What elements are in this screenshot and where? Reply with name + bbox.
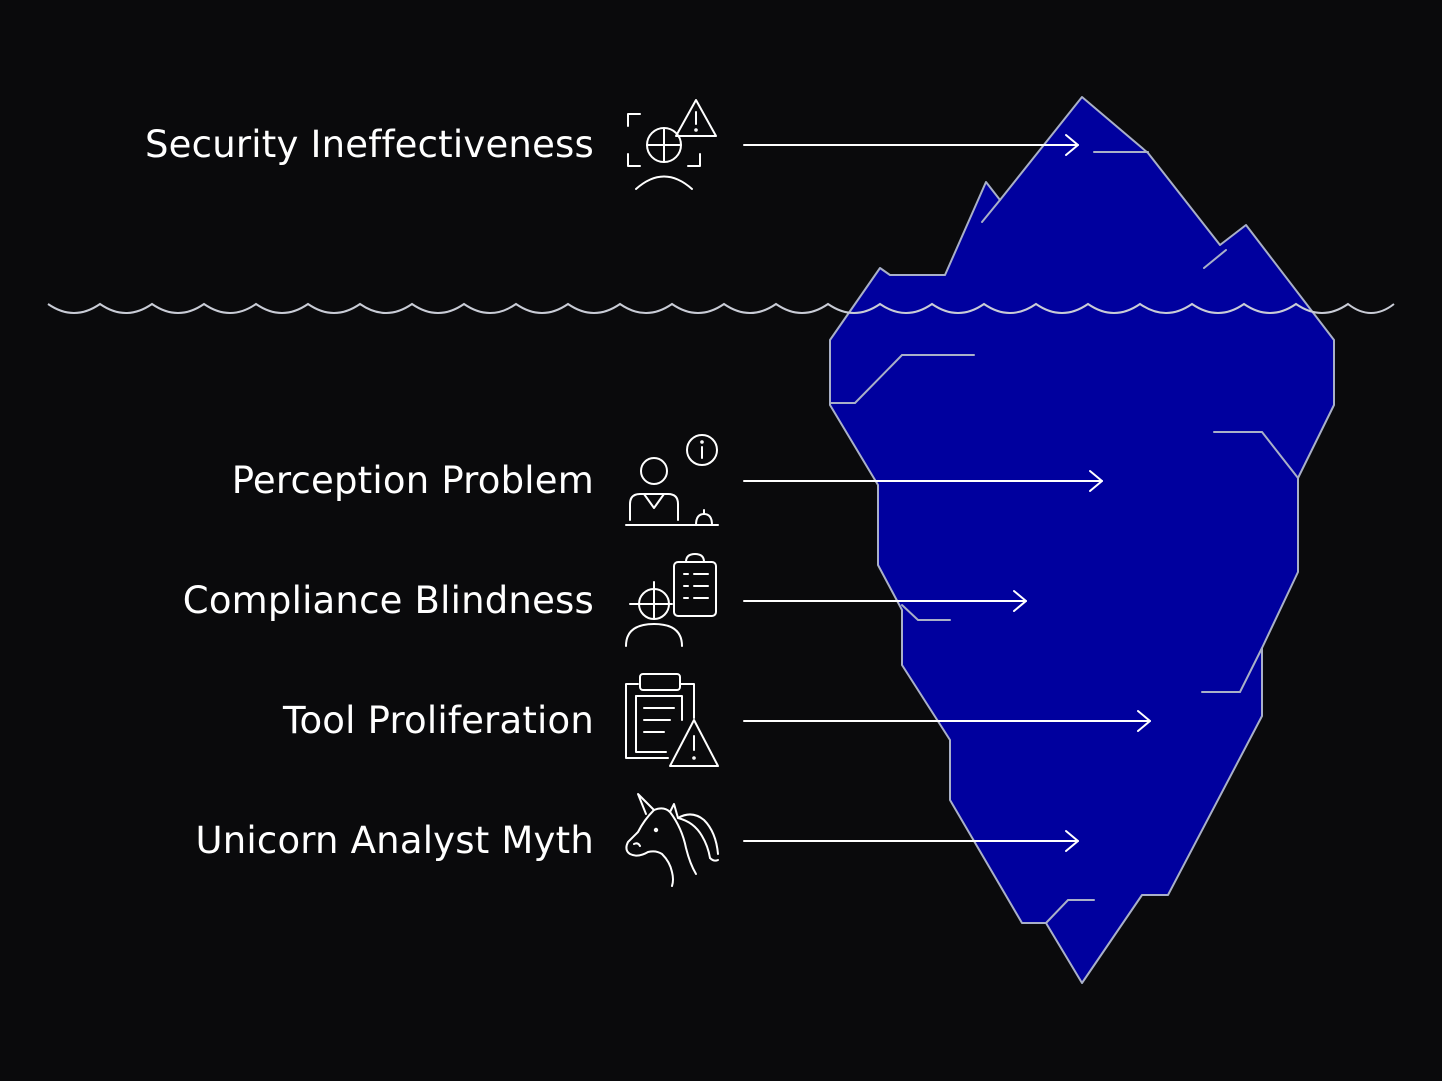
label-security-ineffectiveness: Security Ineffectiveness [145, 123, 594, 166]
label-perception-problem: Perception Problem [231, 459, 594, 502]
label-unicorn-analyst-myth: Unicorn Analyst Myth [195, 819, 594, 862]
iceberg-cracks [829, 151, 1299, 924]
label-compliance-blindness: Compliance Blindness [182, 579, 594, 622]
waterline-waves [47, 302, 1395, 314]
person-checklist-icon [624, 552, 720, 648]
arrows [743, 134, 1151, 852]
arrow-tool-proliferation [743, 710, 1151, 732]
iceberg-shape [829, 96, 1335, 984]
arrow-unicorn-analyst-myth [743, 830, 1079, 852]
person-info-icon [624, 432, 720, 528]
arrow-security-ineffectiveness [743, 134, 1079, 156]
arrow-perception-problem [743, 470, 1103, 492]
clipboard-warning-icon [624, 672, 720, 768]
security-scan-warning-icon [624, 96, 720, 192]
arrow-compliance-blindness [743, 590, 1027, 612]
label-tool-proliferation: Tool Proliferation [282, 699, 594, 742]
unicorn-icon [624, 792, 720, 888]
